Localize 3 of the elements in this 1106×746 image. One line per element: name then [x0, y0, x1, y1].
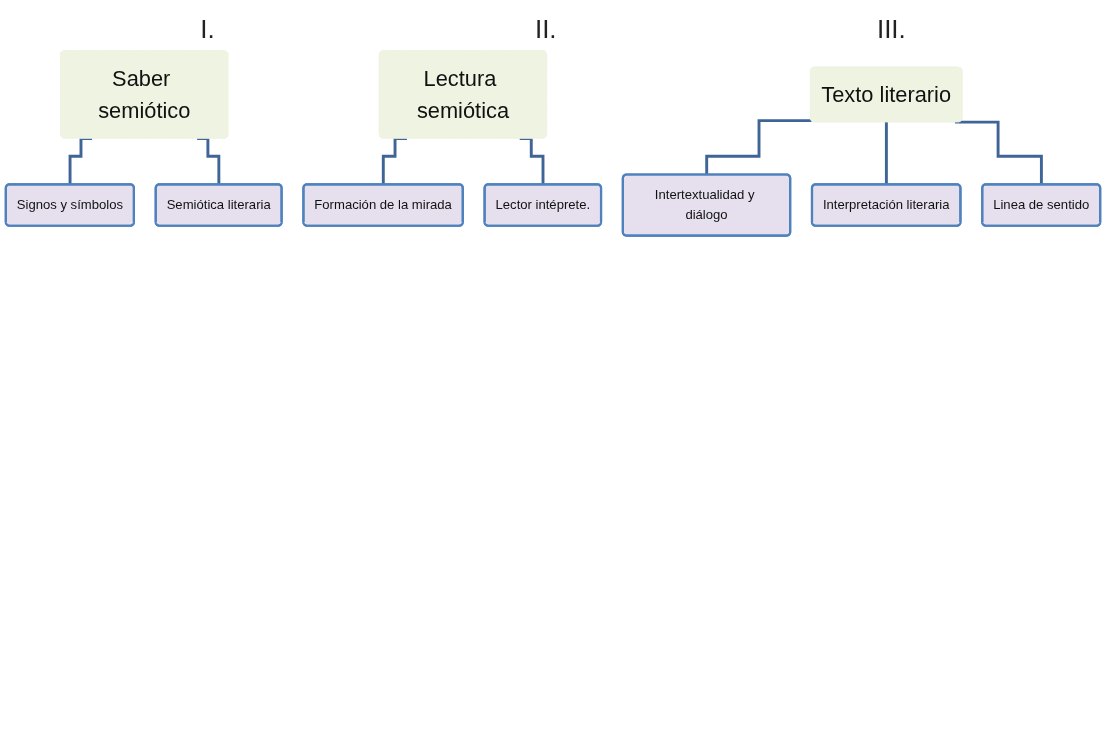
section-numeral: III. — [876, 14, 906, 45]
section-numeral: I. — [200, 14, 215, 45]
section-numeral: II. — [534, 14, 557, 45]
